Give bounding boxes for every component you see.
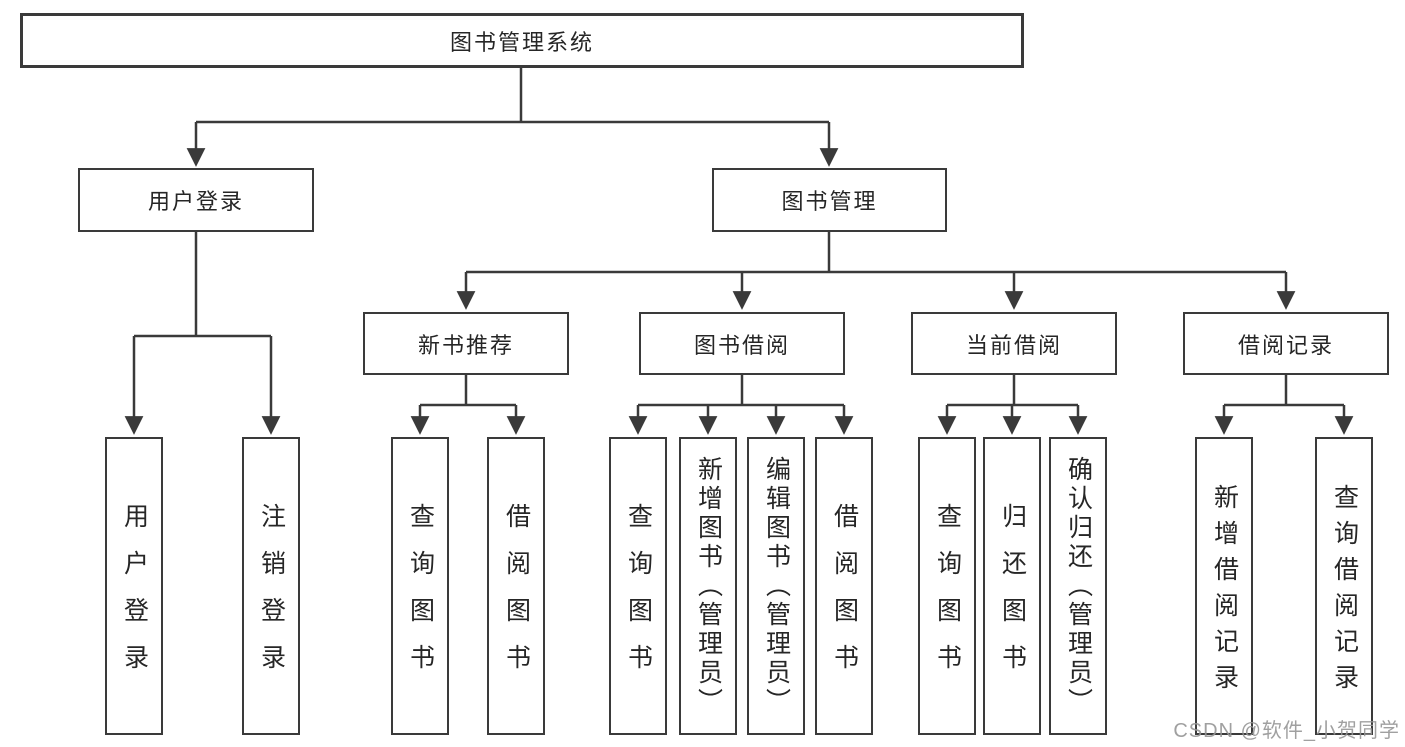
node-book-management: 图书管理: [712, 168, 947, 232]
node-new-book-recommendation: 新书推荐: [363, 312, 569, 375]
node-leaf-edit-books-admin: 编辑图书（管理员）: [747, 437, 805, 735]
node-user-login: 用户登录: [78, 168, 314, 232]
node-leaf-query-borrow-record: 查询借阅记录: [1315, 437, 1373, 735]
connector-borrowing-records-to-leaves: [1214, 375, 1354, 435]
node-current-borrowing: 当前借阅: [911, 312, 1117, 375]
node-leaf-logout: 注销登录: [242, 437, 300, 735]
node-leaf-query-books-1: 查询图书: [391, 437, 449, 735]
node-leaf-query-books-3: 查询图书: [918, 437, 976, 735]
connector-user-login-to-leaves: [124, 232, 281, 435]
node-leaf-return-books: 归还图书: [983, 437, 1041, 735]
connector-book-management-to-level3: [456, 232, 1296, 310]
node-leaf-confirm-return-admin: 确认归还（管理员）: [1049, 437, 1107, 735]
connector-current-borrowing-to-leaves: [937, 375, 1088, 435]
node-leaf-add-borrow-record: 新增借阅记录: [1195, 437, 1253, 735]
node-leaf-borrow-books-2: 借阅图书: [815, 437, 873, 735]
connector-new-book-recommendation-to-leaves: [410, 375, 526, 435]
connector-book-borrowing-to-leaves: [628, 375, 854, 435]
node-leaf-add-books-admin: 新增图书（管理员）: [679, 437, 737, 735]
node-borrowing-records: 借阅记录: [1183, 312, 1389, 375]
node-library-management-system: 图书管理系统: [20, 13, 1024, 68]
node-leaf-borrow-books-1: 借阅图书: [487, 437, 545, 735]
node-leaf-user-login: 用户登录: [105, 437, 163, 735]
node-leaf-query-books-2: 查询图书: [609, 437, 667, 735]
node-book-borrowing: 图书借阅: [639, 312, 845, 375]
connector-root-to-level2: [186, 68, 839, 167]
csdn-watermark: CSDN @软件_小贺同学: [1173, 720, 1400, 742]
